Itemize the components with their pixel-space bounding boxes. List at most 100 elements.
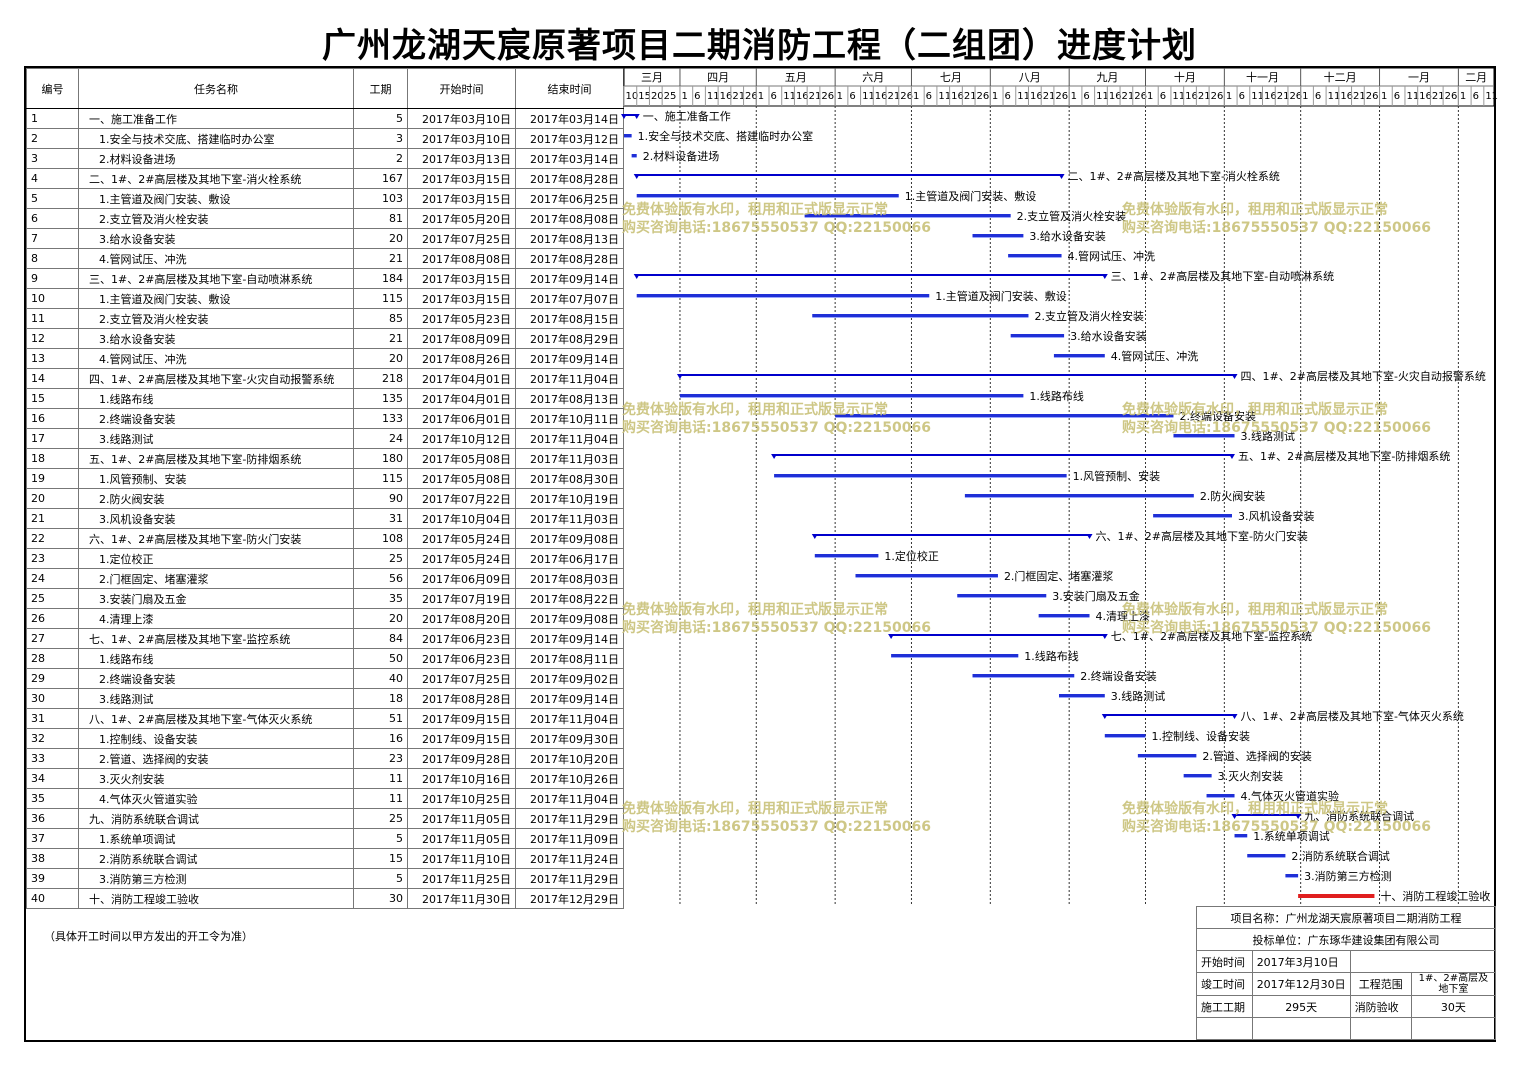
header-duration: 工期 [353,68,408,109]
task-end: 2017年09月08日 [515,528,624,549]
project-value: 广州龙湖天宸原著项目二期消防工程 [1285,911,1462,925]
day-tick-label: 11 [1485,91,1498,102]
task-bar-label: 2.支立管及消火栓安装 [1034,309,1144,323]
task-bar [636,194,899,198]
day-tick-label: 6 [1005,91,1011,102]
summary-bar [814,534,1090,536]
day-tick-label: 16 [1419,91,1432,102]
month-label: 八月 [1019,71,1041,84]
summary-bar-end-cap [1086,534,1093,539]
task-end: 2017年03月12日 [515,128,624,149]
info-row-blank [1196,1017,1497,1040]
info-empty-cell [1251,1017,1351,1040]
month-label: 三月 [641,71,663,84]
task-bar-label: 1.主管道及阀门安装、敷设 [935,289,1067,303]
info-empty-cell [1349,1017,1412,1040]
task-bar-label: 1.定位校正 [884,549,939,563]
task-bar [1008,254,1062,258]
task-bar-label: 3.线路测试 [1111,689,1166,703]
task-duration: 25 [353,808,408,829]
task-name: 3.安装门扇及五金 [78,588,354,609]
day-tick-label: 21 [1043,91,1056,102]
end-value: 2017年12月30日 [1251,972,1351,996]
day-tick-label: 26 [821,91,834,102]
task-bar [1038,614,1090,618]
task-id: 23 [26,548,79,569]
summary-bar [636,174,1062,176]
task-end: 2017年08月15日 [515,308,624,329]
day-tick-label: 6 [1239,91,1245,102]
task-end: 2017年09月02日 [515,668,624,689]
task-id: 13 [26,348,79,369]
task-bar [1183,774,1212,778]
info-row-duration: 施工工期 295天 消防验收 30天 [1196,995,1497,1018]
task-end: 2017年10月26日 [515,768,624,789]
task-bar [1153,514,1232,518]
day-tick-label: 11 [1172,91,1185,102]
task-name: 1.线路布线 [78,388,354,409]
task-start: 2017年03月15日 [407,168,516,189]
task-bar-label: 3.给水设备安装 [1029,229,1106,243]
month-label: 一月 [1408,71,1430,84]
task-bar-label: 4.管网试压、冲洗 [1068,249,1156,263]
day-tick-label: 6 [694,91,700,102]
month-label: 十一月 [1246,70,1279,84]
day-tick-label: 26 [1289,91,1302,102]
day-tick-label: 11 [783,91,796,102]
project-info-box: 项目名称：广州龙湖天宸原著项目二期消防工程 投标单位：广东琢华建设集团有限公司 … [1196,906,1497,1040]
day-tick-label: 21 [1277,91,1290,102]
task-name: 4.清理上漆 [78,608,354,629]
task-end: 2017年08月29日 [515,328,624,349]
task-duration: 25 [353,548,408,569]
task-end: 2017年08月28日 [515,168,624,189]
summary-bar-end-cap [633,114,640,119]
task-name: 3.风机设备安装 [78,508,354,529]
day-tick-label: 6 [1083,91,1089,102]
task-id: 17 [26,428,79,449]
task-bar [1104,734,1146,738]
day-tick-label: 1 [992,91,998,102]
summary-bar-end-cap [1058,174,1065,179]
gantt-gridlines [679,106,1459,906]
task-bar [855,574,998,578]
task-end: 2017年08月11日 [515,648,624,669]
month-label: 十二月 [1324,70,1357,84]
task-bar-label: 1.安全与技术交底、搭建临时办公室 [638,129,814,143]
task-duration: 21 [353,328,408,349]
task-bar-label: 1.线路布线 [1029,389,1084,403]
task-end: 2017年09月30日 [515,728,624,749]
summary-bar-end-cap [1228,454,1235,459]
day-tick-label: 15 [638,91,651,102]
start-value: 2017年3月10日 [1251,950,1351,973]
day-tick-label: 21 [888,91,901,102]
task-start: 2017年09月15日 [407,728,516,749]
task-end: 2017年06月25日 [515,188,624,209]
task-bar-label: 六、1#、2#高层楼及其地下室-防火门安装 [1096,529,1308,543]
info-row-end: 竣工时间 2017年12月30日 工程范围 1#、2#高层及地下室 [1196,972,1497,996]
task-end: 2017年11月04日 [515,368,624,389]
task-bar [1247,854,1286,858]
day-tick-label: 1 [1381,91,1387,102]
task-start: 2017年11月30日 [407,888,516,909]
day-tick-label: 1 [1302,91,1308,102]
duration-label: 施工工期 [1196,995,1253,1018]
task-name: 1.主管道及阀门安装、敷设 [78,288,354,309]
outer-frame [24,66,1496,1042]
summary-bar [624,114,637,116]
project-label: 项目名称： [1230,911,1286,925]
end-label: 竣工时间 [1196,972,1253,996]
task-bar-label: 2.终端设备安装 [1080,669,1157,683]
task-start: 2017年09月15日 [407,708,516,729]
task-id: 37 [26,828,79,849]
task-name: 1.风管预制、安装 [78,468,354,489]
task-duration: 56 [353,568,408,589]
